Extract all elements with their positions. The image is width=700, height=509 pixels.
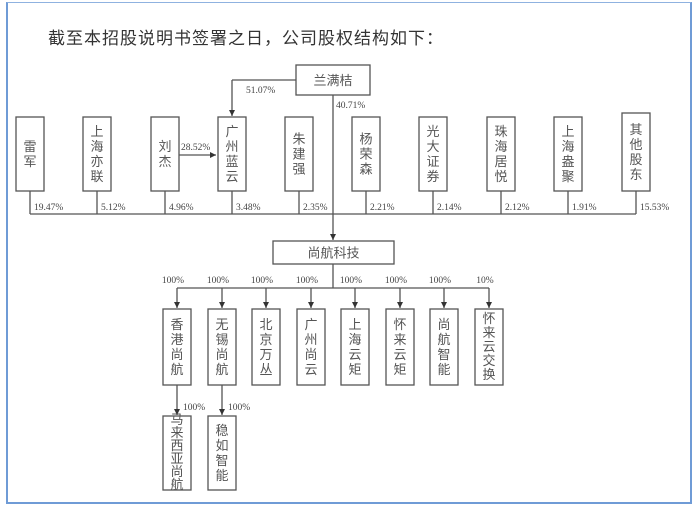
document-frame xyxy=(6,2,692,504)
subsidiary-pct-3: 100% xyxy=(296,276,318,286)
subsidiary-pct-2: 100% xyxy=(251,276,273,286)
shareholder-7-label: 珠海居悦 xyxy=(494,125,507,185)
shareholder-6-box xyxy=(418,116,448,192)
subsidiary-0-box xyxy=(162,308,192,386)
liujie-to-lanyun-pct: 28.52% xyxy=(181,143,210,153)
controller-to-company-pct: 40.71% xyxy=(336,101,365,111)
shareholder-8-label: 上海盎聚 xyxy=(561,125,574,185)
shareholder-pct-0: 19.47% xyxy=(34,203,63,213)
second-level-1-label: 稳如智能 xyxy=(215,423,228,484)
subsidiary-3-label: 广州尚云 xyxy=(304,318,317,378)
shareholder-2-label: 刘杰 xyxy=(158,140,171,170)
company-label: 尚航科技 xyxy=(307,246,359,262)
shareholder-pct-4: 2.35% xyxy=(303,203,328,213)
shareholder-7-box xyxy=(486,116,516,192)
subsidiary-pct-6: 100% xyxy=(429,276,451,286)
shareholder-9-box xyxy=(621,112,651,192)
shareholder-4-label: 朱建强 xyxy=(292,133,305,178)
shareholder-pct-8: 1.91% xyxy=(572,203,597,213)
shareholder-6-label: 光大证券 xyxy=(426,125,439,185)
subsidiary-6-box xyxy=(429,308,459,386)
subsidiary-6-label: 尚航智能 xyxy=(437,318,450,378)
shareholder-1-box xyxy=(82,116,112,192)
shareholder-pct-5: 2.21% xyxy=(370,203,395,213)
controller-to-lanyun-pct: 51.07% xyxy=(246,86,275,96)
second-level-pct-1: 100% xyxy=(228,403,250,413)
subsidiary-1-box xyxy=(207,308,237,386)
shareholder-5-label: 杨荣森 xyxy=(359,133,372,178)
second-level-0-box xyxy=(162,415,192,491)
second-level-1-box xyxy=(207,415,237,491)
subsidiary-pct-7: 10% xyxy=(476,276,494,286)
shareholder-4-box xyxy=(284,116,314,192)
subsidiary-pct-5: 100% xyxy=(385,276,407,286)
subsidiary-3-box xyxy=(296,308,326,386)
shareholder-9-label: 其他股东 xyxy=(629,123,642,183)
shareholder-5-box xyxy=(351,116,381,192)
controller-box xyxy=(295,64,371,96)
company-box xyxy=(272,240,395,265)
subsidiary-pct-4: 100% xyxy=(340,276,362,286)
page-title: 截至本招股说明书签署之日，公司股权结构如下： xyxy=(48,29,444,49)
subsidiary-pct-0: 100% xyxy=(162,276,184,286)
second-level-pct-0: 100% xyxy=(183,403,205,413)
subsidiary-1-label: 无锡尚航 xyxy=(215,318,228,378)
subsidiary-7-box xyxy=(474,308,504,386)
second-level-0-label: 马来西亚尚航 xyxy=(170,413,183,493)
subsidiary-4-label: 上海云矩 xyxy=(348,318,361,378)
shareholder-0-label: 雷军 xyxy=(23,140,36,170)
shareholder-8-box xyxy=(553,116,583,192)
shareholder-1-label: 上海亦联 xyxy=(90,125,103,185)
subsidiary-2-label: 北京万丛 xyxy=(259,318,272,378)
subsidiary-0-label: 香港尚航 xyxy=(170,318,183,378)
subsidiary-7-label: 怀来云交换 xyxy=(482,312,495,383)
shareholder-pct-3: 3.48% xyxy=(236,203,261,213)
shareholder-3-box xyxy=(217,116,247,192)
subsidiary-pct-1: 100% xyxy=(207,276,229,286)
subsidiary-5-box xyxy=(385,308,415,386)
shareholder-pct-7: 2.12% xyxy=(505,203,530,213)
subsidiary-5-label: 怀来云矩 xyxy=(393,318,406,378)
subsidiary-4-box xyxy=(340,308,370,386)
controller-label: 兰满桔 xyxy=(313,74,352,89)
shareholder-2-box xyxy=(150,116,180,192)
shareholder-3-label: 广州蓝云 xyxy=(225,125,238,185)
shareholder-pct-6: 2.14% xyxy=(437,203,462,213)
shareholder-pct-2: 4.96% xyxy=(169,203,194,213)
shareholder-pct-1: 5.12% xyxy=(101,203,126,213)
shareholder-0-box xyxy=(15,116,45,192)
subsidiary-2-box xyxy=(251,308,281,386)
shareholder-pct-9: 15.53% xyxy=(640,203,669,213)
